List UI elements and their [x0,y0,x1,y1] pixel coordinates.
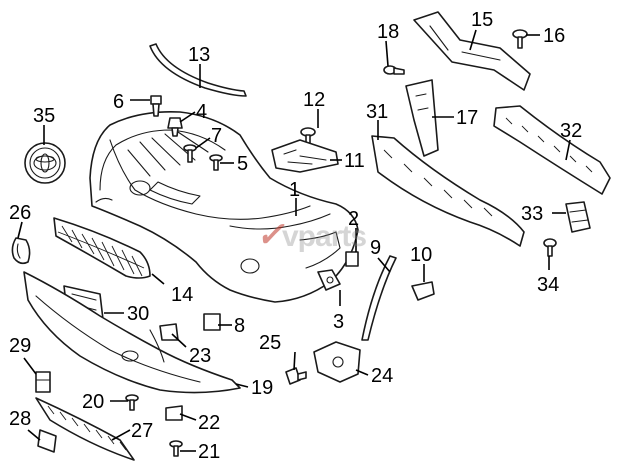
part-25-bolt [285,367,307,385]
callout-9: 9 [370,237,381,259]
callout-18: 18 [377,21,399,43]
part-32-reinforcement [493,105,611,195]
part-20-bolt [125,394,139,411]
part-5-bolt [209,154,223,171]
callout-24: 24 [371,365,393,387]
callout-31: 31 [366,101,388,123]
part-19-lower-cover [23,271,241,394]
part-26-fog-cover [11,237,31,265]
callout-10: 10 [410,244,432,266]
part-1-bumper-cover [89,110,359,303]
callout-4: 4 [196,101,207,123]
part-31-absorber [371,135,525,247]
part-17-vertical-support [405,79,439,157]
callout-14: 14 [171,284,193,306]
callout-13: 13 [188,44,210,66]
callout-22: 22 [198,412,220,434]
part-28-bracket [37,429,57,453]
callout-35: 35 [33,105,55,127]
callout-34: 34 [537,274,559,296]
part-6-bolt [150,95,162,117]
callout-11: 11 [344,150,365,172]
callout-28: 28 [9,408,31,430]
part-29-clip [35,371,51,393]
watermark-check: ✓ [256,216,285,254]
part-9-side-strip [361,255,397,341]
part-10-clip [411,281,435,301]
callout-27: 27 [131,420,153,442]
part-35-emblem [24,142,66,184]
part-8-clip [203,313,221,331]
callout-3: 3 [333,311,344,333]
callout-15: 15 [471,9,493,31]
callout-2: 2 [348,208,359,230]
callout-32: 32 [560,120,582,142]
part-15-upper-support [413,11,531,91]
callout-7: 7 [211,125,222,147]
part-27-lower-strip [35,397,135,461]
callout-23: 23 [189,345,211,367]
callout-5: 5 [237,153,248,175]
part-2-clip [345,251,359,267]
callout-20: 20 [82,391,104,413]
callout-12: 12 [303,89,325,111]
callout-labels: 1 2 3 4 5 6 7 8 9 10 11 12 13 14 15 16 1… [9,9,582,463]
callout-17: 17 [456,107,478,129]
part-18-bolt [383,65,405,75]
callout-33: 33 [521,203,543,225]
callout-19: 19 [251,377,273,399]
callout-25: 25 [259,332,281,354]
callout-26: 26 [9,202,31,224]
part-4-clip [167,117,183,137]
watermark: ✓ vparts [256,216,367,254]
callout-29: 29 [9,335,31,357]
part-14-lower-grille [53,217,151,279]
leader-lines [17,29,571,452]
part-11-bracket [271,139,339,173]
part-34-bolt [543,238,557,257]
callout-16: 16 [543,25,565,47]
part-3-clip [317,269,341,291]
callout-21: 21 [198,441,220,463]
callout-30: 30 [127,303,149,325]
callout-8: 8 [234,315,245,337]
part-16-bolt [512,29,528,49]
part-21-bolt [169,440,183,457]
part-24-bracket [313,341,361,383]
part-33-bracket [565,201,591,233]
callout-6: 6 [113,91,124,113]
part-22-clip [165,405,183,421]
callout-1: 1 [289,179,300,201]
part-13-molding-strip [149,43,247,97]
watermark-brand: vparts [282,220,366,253]
